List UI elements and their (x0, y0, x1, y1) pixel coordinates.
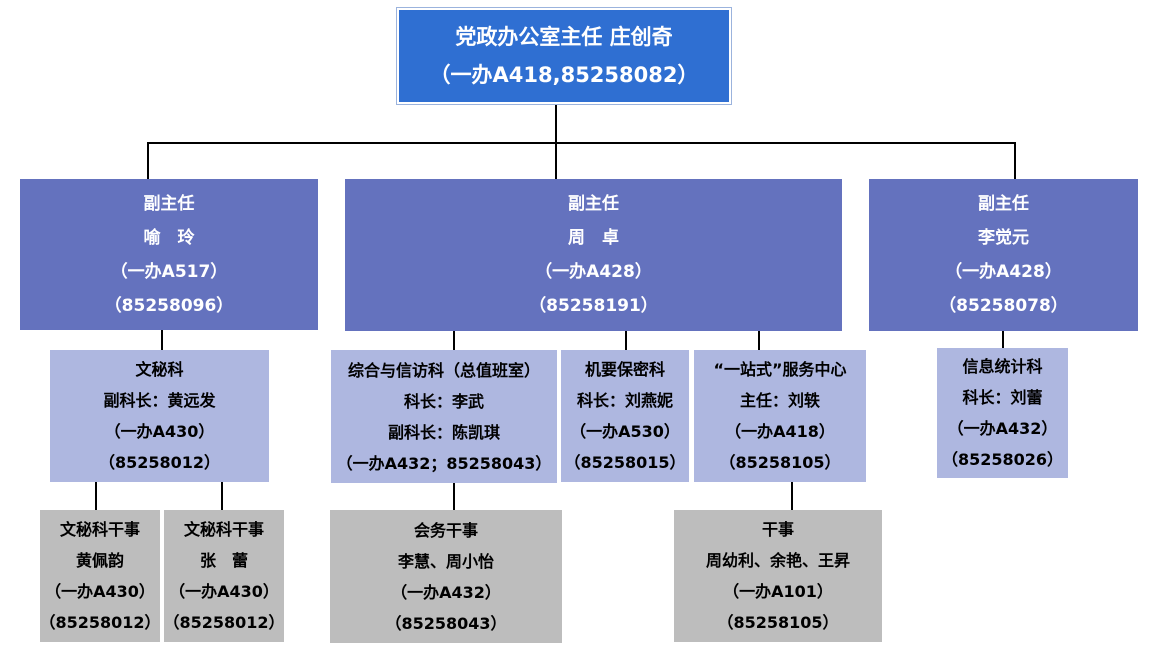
deputy-office: （一办A428） (945, 262, 1062, 282)
section-contact: （一办A432；85258043） (336, 453, 552, 473)
section-name: “一站式”服务中心 (713, 360, 847, 379)
connector-line (453, 331, 455, 350)
director-contact: （一办A418,85258082） (429, 63, 699, 87)
connector-line (758, 331, 760, 350)
section-head: 主任：刘轶 (739, 391, 820, 410)
staff-phone: （85258012） (39, 613, 161, 632)
staff-phone: （85258043） (385, 613, 507, 633)
deputy-name: 李觉元 (978, 228, 1029, 248)
deputy-box: 副主任 李觉元 （一办A428） （85258078） (869, 179, 1138, 331)
staff-name: 黄佩韵 (75, 551, 124, 570)
section-head: 科长：李武 (403, 391, 484, 411)
deputy-box: 副主任 喻 玲 （一办A517） （85258096） (20, 179, 318, 330)
section-box: 文秘科 副科长：黄远发 （一办A430） （85258012） (50, 350, 269, 482)
staff-office: （一办A101） (723, 582, 833, 601)
connector-line (1002, 331, 1004, 348)
deputy-office: （一办A517） (110, 261, 228, 282)
section-box: “一站式”服务中心 主任：刘轶 （一办A418） （85258105） (694, 350, 866, 482)
connector-line (1014, 142, 1016, 180)
staff-box: 文秘科干事 张 蕾 （一办A430） （85258012） (163, 510, 285, 642)
staff-name: 张 蕾 (199, 551, 248, 570)
staff-role: 干事 (761, 520, 794, 539)
staff-role: 文秘科干事 (183, 520, 264, 539)
section-box: 信息统计科 科长：刘蕾 （一办A432） （85258026） (937, 348, 1068, 478)
connector-line (625, 331, 627, 350)
deputy-title: 副主任 (978, 194, 1029, 214)
section-deputy-head: 副科长：陈凯琪 (387, 422, 500, 442)
connector-line (555, 104, 557, 144)
connector-line (147, 142, 1016, 144)
connector-line (161, 330, 163, 350)
section-name: 综合与信访科（总值班室） (347, 360, 540, 380)
section-office: （一办A530） (570, 422, 680, 441)
staff-office: （一办A432） (391, 582, 501, 602)
staff-box: 文秘科干事 黄佩韵 （一办A430） （85258012） (39, 510, 161, 642)
deputy-name: 喻 玲 (143, 227, 195, 248)
deputy-box: 副主任 周 卓 （一办A428） （85258191） (345, 179, 842, 331)
staff-name: 周幼利、余艳、王昇 (705, 551, 850, 570)
deputy-name: 周 卓 (568, 228, 619, 248)
director-box: 党政办公室主任 庄创奇 （一办A418,85258082） (396, 7, 732, 105)
deputy-title: 副主任 (568, 194, 619, 214)
section-head: 科长：刘蕾 (962, 388, 1043, 407)
connector-line (555, 142, 557, 180)
staff-office: （一办A430） (45, 582, 155, 601)
section-box: 综合与信访科（总值班室） 科长：李武 副科长：陈凯琪 （一办A432；85258… (331, 350, 557, 483)
staff-box: 会务干事 李慧、周小怡 （一办A432） （85258043） (330, 510, 562, 643)
section-name: 信息统计科 (962, 357, 1043, 376)
staff-role: 会务干事 (413, 520, 478, 540)
connector-line (147, 142, 149, 180)
staff-box: 干事 周幼利、余艳、王昇 （一办A101） （85258105） (674, 510, 882, 642)
section-box: 机要保密科 科长：刘燕妮 （一办A530） （85258015） (561, 350, 689, 482)
deputy-title: 副主任 (143, 193, 195, 214)
staff-phone: （85258012） (163, 613, 285, 632)
connector-line (221, 482, 223, 510)
section-office: （一办A430） (104, 422, 215, 441)
section-head: 科长：刘燕妮 (576, 391, 673, 410)
director-title: 党政办公室主任 庄创奇 (455, 25, 673, 49)
section-name: 机要保密科 (584, 360, 665, 379)
deputy-phone: （85258078） (939, 296, 1068, 316)
deputy-phone: （85258191） (529, 296, 658, 316)
connector-line (453, 483, 455, 510)
deputy-office: （一办A428） (535, 262, 652, 282)
section-phone: （85258015） (564, 453, 686, 472)
section-name: 文秘科 (135, 360, 184, 379)
section-office: （一办A418） (725, 422, 835, 441)
section-phone: （85258026） (941, 450, 1064, 469)
staff-name: 李慧、周小怡 (397, 551, 494, 571)
section-office: （一办A432） (947, 419, 1058, 438)
section-phone: （85258012） (98, 453, 221, 472)
connector-line (791, 482, 793, 510)
deputy-phone: （85258096） (104, 295, 234, 316)
connector-line (95, 482, 97, 510)
staff-phone: （85258105） (717, 613, 839, 632)
section-head: 副科长：黄远发 (103, 391, 216, 410)
staff-office: （一办A430） (169, 582, 279, 601)
section-phone: （85258105） (719, 453, 841, 472)
staff-role: 文秘科干事 (59, 520, 140, 539)
